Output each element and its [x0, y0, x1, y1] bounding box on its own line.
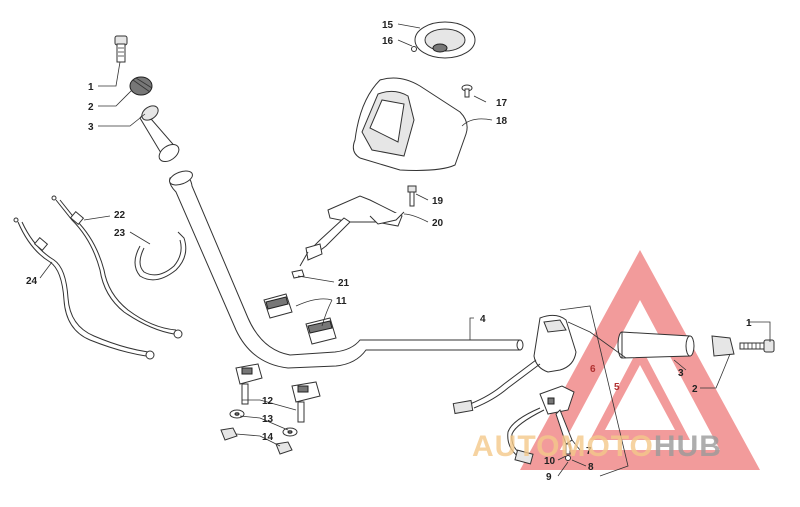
washer-right [282, 427, 298, 437]
washer-left [229, 409, 245, 419]
nut-left [220, 427, 238, 441]
gauge-screw [411, 46, 417, 52]
cable-tie [134, 231, 187, 281]
callout-4: 4 [480, 314, 486, 325]
upper-clamp-right [305, 317, 337, 345]
callout-10: 10 [544, 456, 556, 467]
callout-23: 23 [114, 228, 126, 239]
callout-22: 22 [114, 210, 126, 221]
callout-24: 24 [26, 276, 38, 287]
choke-cable [13, 217, 155, 360]
bracket-clip [299, 243, 323, 267]
lower-riser-right [291, 381, 321, 423]
wiring-harness [452, 359, 545, 465]
callout-21: 21 [338, 278, 350, 289]
callout-labels: 1 2 3 4 11 12 13 14 15 16 17 18 19 20 21… [26, 20, 752, 483]
bracket-bolt [407, 185, 417, 207]
callout-1-left: 1 [88, 82, 94, 93]
callout-7: 7 [586, 446, 592, 457]
watermark-auto: AUTO [472, 430, 560, 463]
lower-riser-left [235, 363, 263, 405]
callout-19: 19 [432, 196, 444, 207]
callout-15: 15 [382, 20, 394, 31]
callout-14: 14 [262, 432, 274, 443]
watermark-triangle [520, 250, 760, 470]
handlebar [169, 170, 524, 369]
callout-2-left: 2 [88, 102, 94, 113]
nut-right [275, 441, 293, 455]
instrument-pod [352, 77, 468, 171]
callout-13: 13 [262, 414, 274, 425]
callout-16: 16 [382, 36, 394, 47]
right-bar-end-weight [711, 335, 735, 357]
right-switch-housing [533, 314, 577, 373]
watermark-triangle-inner [590, 345, 690, 440]
left-bolt [114, 35, 128, 63]
left-grip [139, 105, 180, 163]
bracket-screw [291, 269, 305, 279]
callout-2-right: 2 [692, 384, 698, 395]
callout-8: 8 [588, 462, 594, 473]
callout-3-left: 3 [88, 122, 94, 133]
gauge-ring [414, 21, 476, 59]
throttle-housing [539, 385, 575, 415]
right-bolt [739, 339, 775, 353]
group-bracket-lines [559, 305, 629, 477]
leader-lines [39, 23, 771, 477]
callout-3-right: 3 [678, 368, 684, 379]
callout-9: 9 [546, 472, 552, 483]
callout-5: 5 [614, 382, 620, 393]
watermark-moto: MOTO [560, 430, 653, 463]
throttle-cable [51, 195, 183, 339]
callout-11: 11 [336, 296, 347, 307]
callout-1-right: 1 [746, 318, 752, 329]
callout-18: 18 [496, 116, 508, 127]
callout-12: 12 [262, 396, 274, 407]
dash-screw [461, 84, 473, 98]
callout-6: 6 [590, 364, 596, 375]
right-grip [617, 331, 695, 359]
watermark-logo [520, 250, 760, 470]
callout-17: 17 [496, 98, 508, 109]
small-screws [565, 443, 571, 461]
callout-20: 20 [432, 218, 444, 229]
watermark-hub: HUB [654, 430, 722, 463]
left-bar-end-weight [129, 76, 153, 96]
upper-clamp-left [263, 293, 293, 319]
mount-bracket [311, 195, 405, 253]
watermark-text: AUTOMOTOHUB [472, 430, 722, 463]
watermark-text-auto: AUTOMOTOHUB [472, 430, 722, 463]
